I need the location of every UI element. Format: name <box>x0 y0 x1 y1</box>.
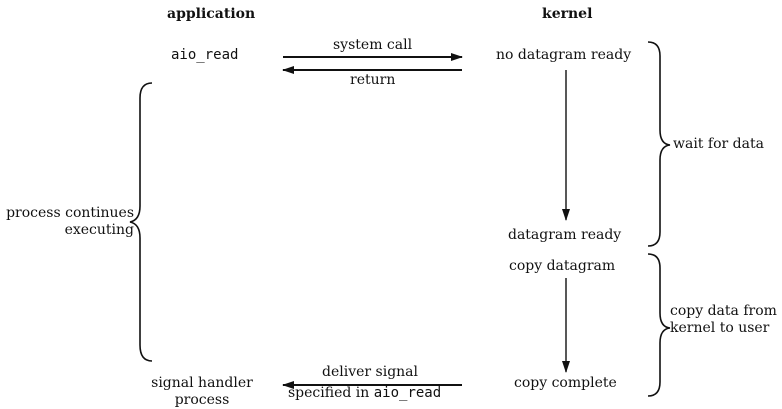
copy-data-line2: kernel to user <box>670 320 770 336</box>
wait-for-data-label: wait for data <box>673 136 764 152</box>
signal-handler-line2: process <box>174 392 230 408</box>
process-continues-line1: process continues <box>6 205 134 221</box>
kernel-header: kernel <box>542 6 593 22</box>
copy-data-label: copy data from kernel to user <box>670 303 777 337</box>
deliver-signal-line1: deliver signal <box>322 364 419 380</box>
signal-handler-label: signal handler process <box>144 375 260 409</box>
return-label: return <box>350 72 396 88</box>
process-continues-label: process continues executing <box>0 205 134 239</box>
copy-data-brace <box>647 253 671 397</box>
deliver-signal-line2: specified in aio_read <box>288 385 441 402</box>
no-datagram-ready: no datagram ready <box>496 47 632 63</box>
datagram-ready: datagram ready <box>508 227 622 243</box>
signal-handler-line1: signal handler <box>151 375 253 391</box>
copy-data-line1: copy data from <box>670 303 777 319</box>
process-continues-brace <box>129 82 153 362</box>
copy-datagram: copy datagram <box>509 258 616 274</box>
deliver-signal-code: aio_read <box>373 385 442 401</box>
system-call-label: system call <box>333 37 413 53</box>
deliver-signal-prefix: specified in <box>288 385 374 401</box>
aio-read-call: aio_read <box>171 47 239 63</box>
wait-for-data-brace <box>647 41 671 247</box>
application-header: application <box>167 6 256 22</box>
copy-complete: copy complete <box>514 375 617 391</box>
process-continues-line2: executing <box>64 222 134 238</box>
